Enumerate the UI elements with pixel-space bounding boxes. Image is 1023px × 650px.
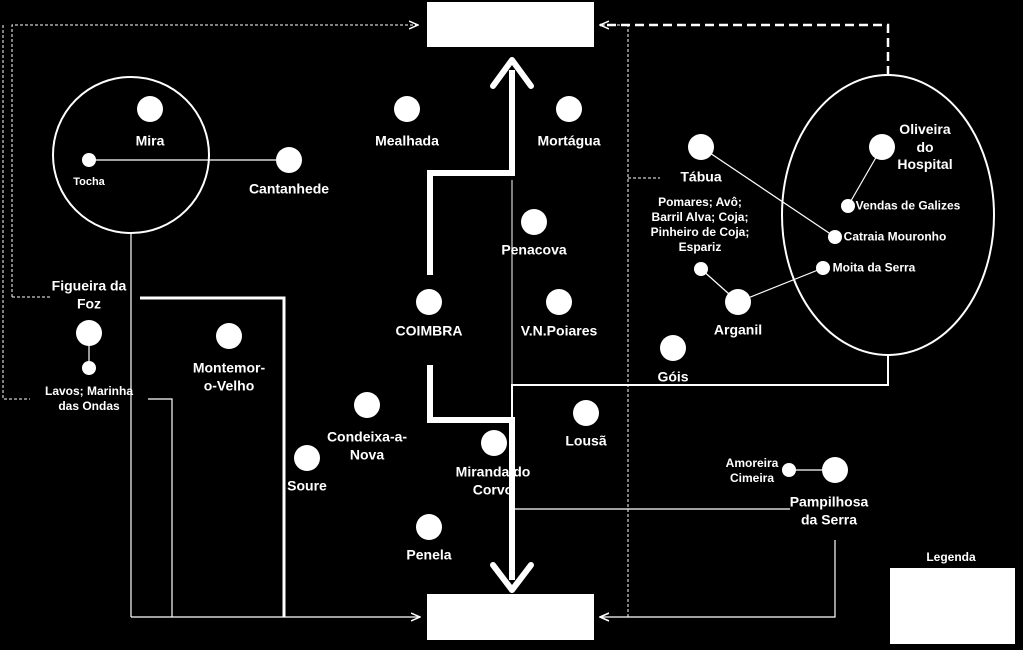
label-mealhada: Mealhada: [375, 132, 439, 149]
right-dashed-thick: [600, 25, 890, 75]
label-montemor: Montemor-o-Velho: [192, 359, 266, 394]
label-tabua: Tábua: [680, 168, 722, 185]
pampilhosa-down: [600, 540, 836, 617]
node-montemor: [216, 323, 242, 349]
node-amoreira: [782, 463, 796, 477]
label-moita: Moita da Serra: [832, 260, 916, 275]
label-mira: Mira: [135, 132, 165, 149]
node-gois: [660, 335, 686, 361]
label-coimbra: COIMBRA: [395, 322, 463, 339]
node-miranda: [481, 430, 507, 456]
node-tabua: [688, 134, 714, 160]
oliveira-to-center: [511, 355, 889, 420]
main-arrow-up: [427, 70, 515, 275]
left-dashed-top: [11, 25, 418, 297]
label-lousa: Lousã: [565, 432, 607, 449]
node-arganil: [725, 289, 751, 315]
legend-box: [890, 568, 1015, 644]
node-pampilhosa: [822, 457, 848, 483]
node-coimbra: [416, 289, 442, 315]
left-dashed-outer: [2, 25, 30, 400]
node-vnpoiares: [546, 289, 572, 315]
label-pomares: Pomares; Avô;Barril Alva; Coja;Pinheiro …: [650, 195, 750, 254]
main-arrow-up-head: [490, 57, 534, 89]
label-vendas: Vendas de Galizes: [855, 198, 961, 213]
label-mortagua: Mortágua: [537, 132, 601, 149]
node-penacova: [521, 209, 547, 235]
label-tocha: Tocha: [73, 176, 105, 189]
figueira-line: [140, 296, 286, 617]
node-vendas: [841, 199, 855, 213]
node-figueira: [76, 320, 102, 346]
town-nodes: [76, 96, 895, 540]
label-condeixa: Condeixa-a-Nova: [326, 428, 408, 463]
legend-title: Legenda: [926, 550, 976, 564]
node-pomares: [694, 262, 708, 276]
node-mira: [137, 96, 163, 122]
node-moita: [816, 261, 830, 275]
arganil-moita-link: [737, 267, 824, 303]
node-oliveira: [869, 134, 895, 160]
label-cantanhede: Cantanhede: [248, 180, 330, 197]
bottom-destination-box: [427, 594, 594, 640]
label-catraia: Catraia Mouronho: [843, 229, 947, 244]
node-lavos: [82, 361, 96, 375]
node-soure: [294, 445, 320, 471]
main-arrow-down: [427, 365, 515, 580]
top-destination-box: [427, 2, 594, 47]
lavos-line: [148, 398, 173, 617]
label-vnpoiares: V.N.Poiares: [520, 322, 598, 339]
main-arrow-down-head: [490, 562, 534, 593]
label-penela: Penela: [406, 546, 452, 563]
label-gois: Góis: [657, 368, 689, 385]
mira-group-outline: [52, 76, 210, 234]
node-cantanhede: [276, 147, 302, 173]
node-mortagua: [556, 96, 582, 122]
node-condeixa: [354, 392, 380, 418]
node-lousa: [573, 400, 599, 426]
label-penacova: Penacova: [501, 241, 567, 258]
node-catraia: [828, 230, 842, 244]
label-soure: Soure: [287, 477, 327, 494]
node-penela: [416, 514, 442, 540]
right-dashed-thin: [600, 24, 629, 617]
node-tocha: [82, 153, 96, 167]
label-arganil: Arganil: [713, 321, 763, 338]
tabua-catraia-link: [700, 146, 836, 238]
node-mealhada: [394, 96, 420, 122]
oliveira-group-outline: [781, 74, 995, 356]
